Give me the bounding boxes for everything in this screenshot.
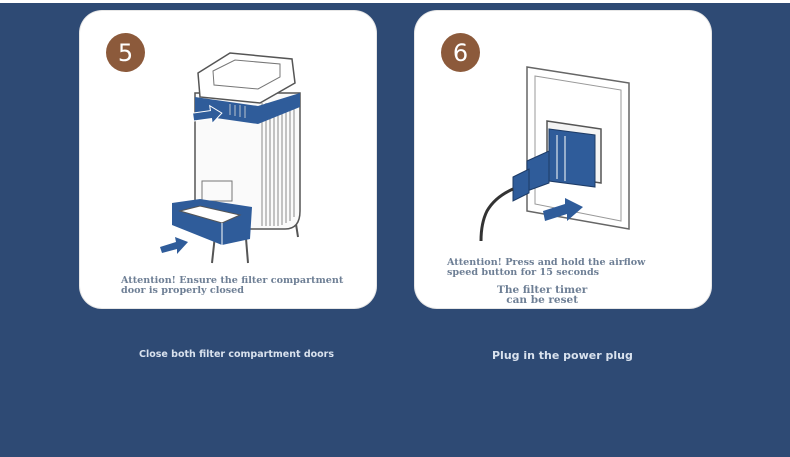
step-card-6: 6 Attention! Press and hold the airflow …: [415, 11, 711, 308]
timer-reset-note: The filter timer can be reset: [497, 284, 588, 306]
step-6-caption: Plug in the power plug: [492, 349, 633, 362]
step-card-5: 5 Attention! Ensure the filter compartme…: [80, 11, 376, 308]
attention-note: Attention! Press and hold the airflow sp…: [447, 257, 646, 278]
step-number-badge: 5: [106, 33, 145, 72]
power-plug-illustration: [479, 66, 630, 242]
attention-note: Attention! Ensure the filter compartment…: [121, 275, 344, 296]
air-purifier-illustration: [160, 52, 301, 264]
top-border: [0, 0, 790, 3]
step-number-badge: 6: [441, 33, 480, 72]
step-5-caption: Close both filter compartment doors: [139, 349, 335, 360]
